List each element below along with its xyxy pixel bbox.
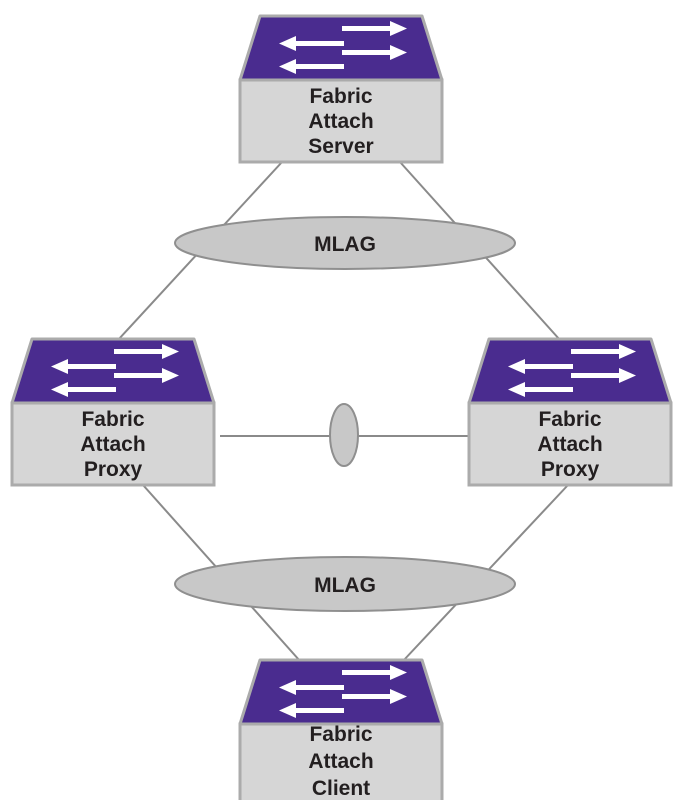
mlag-top: MLAG: [174, 216, 516, 270]
arrow-right-icon: [342, 665, 407, 680]
switch-icon: [238, 658, 444, 726]
mlag-bottom: MLAG: [174, 556, 516, 612]
switch-label-line3: Server: [308, 135, 373, 158]
lag-ellipse: [329, 403, 359, 467]
arrows: [279, 21, 407, 74]
arrow-left-icon: [279, 36, 344, 51]
switch-body: [10, 401, 216, 487]
switch-icon: [10, 337, 216, 405]
arrow-right-icon: [342, 21, 407, 36]
arrows: [279, 665, 407, 718]
switch-icon: [467, 337, 673, 405]
arrow-left-icon: [51, 382, 116, 397]
arrow-right-icon: [342, 45, 407, 60]
mlag-ellipse: [174, 556, 516, 612]
switch-label-line1: Fabric: [309, 723, 372, 746]
arrow-left-icon: [279, 680, 344, 695]
mlag-label: MLAG: [314, 574, 376, 597]
arrow-right-icon: [114, 368, 179, 383]
arrow-left-icon: [279, 59, 344, 74]
arrow-left-icon: [508, 382, 573, 397]
arrow-left-icon: [51, 359, 116, 374]
switch-icon: [238, 14, 444, 82]
switch-label-line2: Attach: [308, 110, 373, 133]
switch-body: [467, 401, 673, 487]
arrow-right-icon: [571, 344, 636, 359]
switch-label-line1: Fabric: [81, 408, 144, 431]
switch-label-line3: Client: [312, 777, 370, 800]
arrow-right-icon: [342, 689, 407, 704]
switch-server: Fabric Attach Server: [238, 14, 444, 164]
arrow-right-icon: [114, 344, 179, 359]
arrows: [51, 344, 179, 397]
switch-body: [238, 722, 444, 800]
switch-label-line2: Attach: [537, 433, 602, 456]
switch-label-line3: Proxy: [541, 458, 600, 481]
switch-label-line2: Attach: [308, 750, 373, 773]
switch-proxy-left: Fabric Attach Proxy: [10, 337, 216, 487]
arrow-left-icon: [508, 359, 573, 374]
mlag-ellipse: [174, 216, 516, 270]
arrow-right-icon: [571, 368, 636, 383]
switch-label-line1: Fabric: [538, 408, 601, 431]
switch-client: Fabric Attach Client: [238, 658, 444, 800]
switch-label-line2: Attach: [80, 433, 145, 456]
mlag-label: MLAG: [314, 233, 376, 256]
switch-label-line3: Proxy: [84, 458, 143, 481]
arrow-left-icon: [279, 703, 344, 718]
switch-label-line1: Fabric: [309, 85, 372, 108]
switch-body: [238, 78, 444, 164]
switch-proxy-right: Fabric Attach Proxy: [467, 337, 673, 487]
lag-middle: [329, 403, 359, 467]
arrows: [508, 344, 636, 397]
